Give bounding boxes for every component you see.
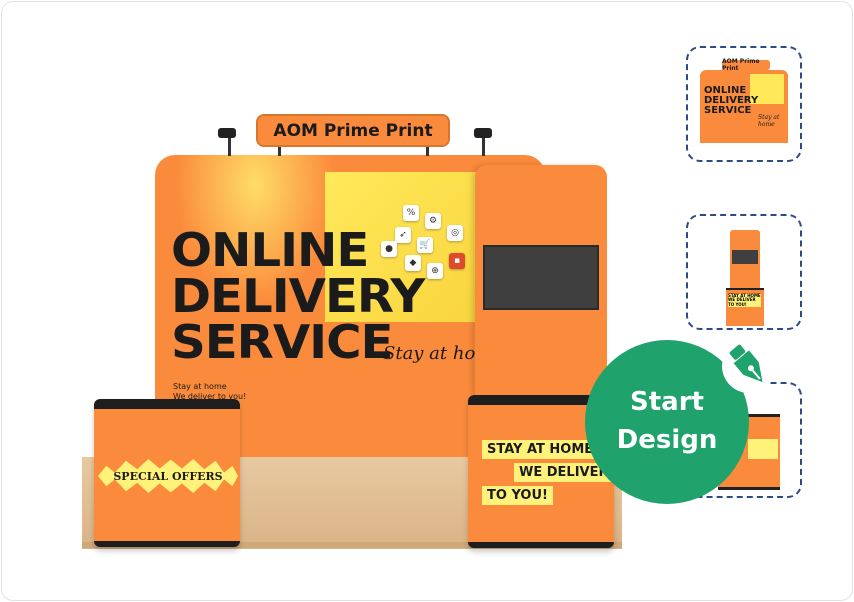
- sign-post-right: [426, 147, 429, 156]
- spotlight-glow: [175, 155, 335, 305]
- start-design-line-2: Design: [616, 425, 718, 455]
- start-design-line-1: Start: [630, 387, 704, 418]
- counter-base: [94, 541, 240, 547]
- percent-icon: %: [403, 205, 419, 221]
- thumb-yellow-panel: [750, 74, 784, 104]
- yellow-graphic-panel: [325, 172, 500, 322]
- thumbnail-backwall[interactable]: ONLINE DELIVERY SERVICE Stay at home AOM…: [686, 46, 802, 162]
- thumb-header-sign: AOM Prime Print: [722, 58, 770, 72]
- sign-post-left: [278, 147, 281, 156]
- thumb-headline-1: ONLINE: [704, 85, 747, 96]
- thumbnail-tower-counter[interactable]: STAY AT HOME WE DELIVER TO YOU!: [686, 214, 802, 330]
- user-icon: ◆: [405, 255, 421, 271]
- thumb-script: Stay at home: [758, 114, 780, 128]
- display-tower[interactable]: [475, 165, 607, 395]
- thumb-headline-2: DELIVERY: [704, 95, 759, 106]
- counter-line-3: TO YOU!: [482, 486, 553, 505]
- header-sign[interactable]: AOM Prime Print: [256, 114, 450, 147]
- thumb-line-2: WE DELIVER: [728, 297, 756, 303]
- thumb-wall: ONLINE DELIVERY SERVICE Stay at home: [700, 70, 788, 143]
- thumb-counter: STAY AT HOME WE DELIVER TO YOU!: [726, 288, 764, 326]
- counter-line-1: STAY AT HOME: [482, 440, 599, 459]
- spotlight-left: [218, 128, 236, 138]
- lamp-arm-left: [228, 136, 231, 156]
- thumb-line-3: TO YOU!: [728, 301, 747, 307]
- tag-icon: ▪: [449, 253, 465, 269]
- small-text-1: Stay at home: [173, 382, 227, 391]
- cart-icon: 🛒: [417, 237, 433, 253]
- user-icon: ●: [381, 241, 397, 257]
- thumb-tower: [730, 230, 760, 288]
- thumb-counter-label: [748, 439, 778, 459]
- headline-line-3: SERVICE: [171, 315, 393, 369]
- small-text-2: We deliver to you!: [173, 392, 247, 401]
- floor-edge: [82, 542, 622, 548]
- lamp-arm-right: [482, 136, 485, 156]
- thumb-line-1: STAY AT HOME: [728, 293, 761, 298]
- globe-icon: ◎: [447, 225, 463, 241]
- rocket-icon: ➶: [395, 227, 411, 243]
- thumb-headline-3: SERVICE: [704, 105, 752, 116]
- counter-line-2: WE DELIVER: [514, 463, 614, 482]
- script-tagline: Stay at ho: [383, 343, 476, 364]
- thumb-counter-text: STAY AT HOME WE DELIVER TO YOU!: [728, 293, 761, 308]
- tv-screen: [483, 245, 599, 310]
- counter-base: [468, 542, 614, 548]
- start-design-button[interactable]: Start Design: [585, 340, 749, 504]
- pen-icon: [722, 339, 776, 393]
- thumb-headline: ONLINE DELIVERY SERVICE: [704, 86, 758, 116]
- counter-top: [94, 399, 240, 409]
- headline-line-1: ONLINE: [171, 223, 369, 277]
- spotlight-right: [474, 128, 492, 138]
- gear-icon: ⚙: [425, 213, 441, 229]
- thumb-screen: [732, 250, 758, 264]
- headline-line-2: DELIVERY: [171, 269, 425, 323]
- globe-icon: ⊕: [427, 263, 443, 279]
- counter-top: [468, 395, 614, 405]
